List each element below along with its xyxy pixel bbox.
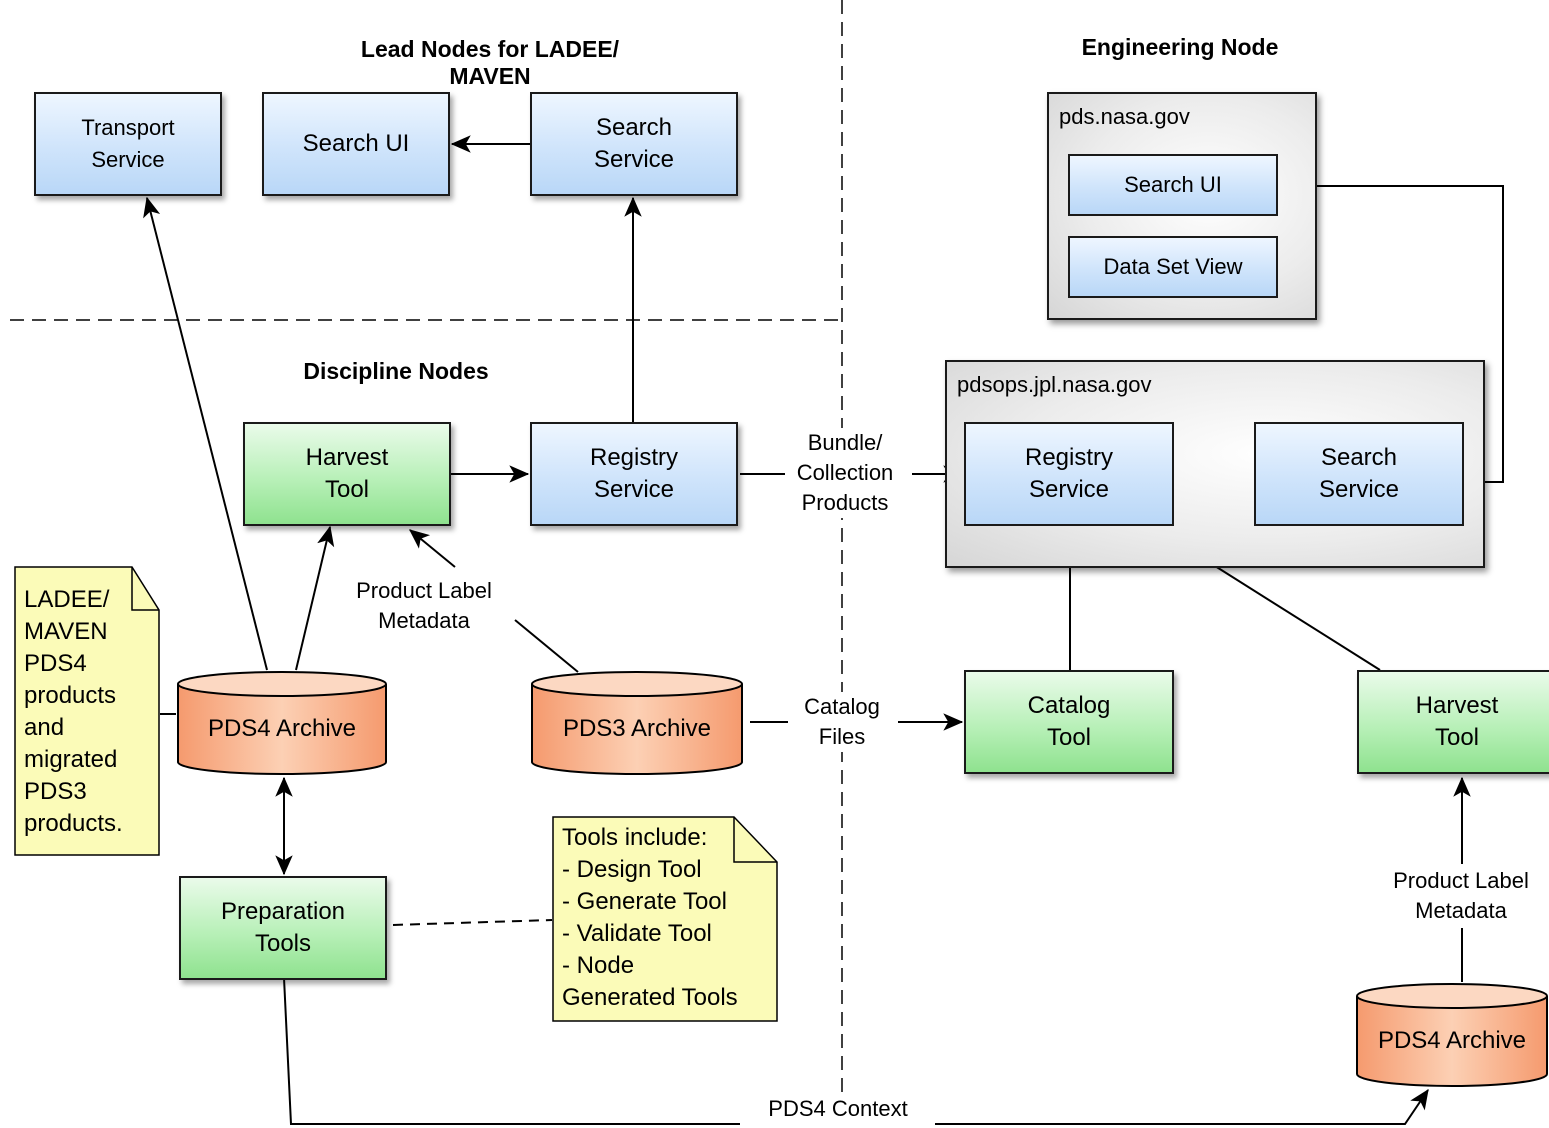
eng-search-ui-box[interactable]: Search UI: [1068, 154, 1278, 216]
discipline-product-label-metadata: Product Label Metadata: [340, 576, 508, 636]
discipline-registry-service-label: Registry Service: [589, 444, 679, 503]
lead-search-ui-label: Search UI: [302, 130, 410, 157]
note-shape: [14, 566, 160, 856]
pds3-archive[interactable]: PDS3 Archive: [530, 670, 744, 776]
transport-service-box[interactable]: Transport Service: [34, 92, 222, 196]
ops-registry-service-box[interactable]: Registry Service: [964, 422, 1174, 526]
bundle-collection-products-label: Bundle/ Collection Products: [785, 428, 905, 518]
eng-pds4-archive-label: PDS4 Archive: [1377, 1027, 1527, 1054]
lead-search-ui-box[interactable]: Search UI: [262, 92, 450, 196]
preparation-tools-label: Preparation Tools: [220, 898, 346, 957]
ladee-maven-note-text: LADEE/ MAVEN PDS4 products and migrated …: [24, 586, 123, 837]
discipline-harvest-tool-box[interactable]: Harvest Tool: [243, 422, 451, 526]
tools-include-note: Tools include: - Design Tool - Generate …: [552, 816, 778, 1022]
arrow-metadata-to-harvest: [409, 529, 456, 568]
catalog-tool-label: Catalog Tool: [1027, 692, 1111, 751]
lead-search-service-box[interactable]: Search Service: [530, 92, 738, 196]
data-set-view-label: Data Set View: [1103, 254, 1243, 279]
pds-nasa-gov-title: pds.nasa.gov: [1059, 104, 1190, 129]
ladee-maven-note: LADEE/ MAVEN PDS4 products and migrated …: [14, 566, 160, 856]
catalog-tool-box[interactable]: Catalog Tool: [964, 670, 1174, 774]
heading-lead-nodes: Lead Nodes for LADEE/ MAVEN: [360, 36, 620, 89]
eng-harvest-tool-label: Harvest Tool: [1415, 692, 1499, 751]
data-set-view-box[interactable]: Data Set View: [1068, 236, 1278, 298]
line-prep-tools-note: [392, 919, 553, 926]
line-prep-to-context: [283, 977, 740, 1125]
pds4-context-label: PDS4 Context: [742, 1094, 934, 1128]
arrow-pds4-to-harvest: [295, 525, 335, 671]
discipline-harvest-tool-label: Harvest Tool: [305, 444, 389, 503]
cylinder-icon: [1356, 983, 1548, 1087]
ops-search-service-box[interactable]: Search Service: [1254, 422, 1464, 526]
arrow-pds4-to-transport: [143, 196, 268, 671]
eng-pds4-archive[interactable]: PDS4 Archive: [1355, 982, 1549, 1088]
note-shape: [552, 816, 778, 1022]
cylinder-icon: [531, 671, 743, 775]
tools-include-note-text: Tools include: - Design Tool - Generate …: [562, 824, 738, 1011]
ops-search-service-label: Search Service: [1318, 444, 1400, 503]
eng-search-ui-label: Search UI: [1124, 172, 1222, 197]
eng-harvest-tool-box[interactable]: Harvest Tool: [1357, 670, 1549, 774]
discipline-pds4-archive[interactable]: PDS4 Archive: [176, 670, 388, 776]
ops-registry-service-label: Registry Service: [1024, 444, 1114, 503]
discipline-registry-service-box[interactable]: Registry Service: [530, 422, 738, 526]
preparation-tools-box[interactable]: Preparation Tools: [179, 876, 387, 980]
pds3-archive-label: PDS3 Archive: [562, 715, 712, 742]
transport-service-label: Transport Service: [81, 115, 175, 172]
line-pds3-to-metadata: [514, 619, 579, 673]
discipline-pds4-archive-label: PDS4 Archive: [207, 715, 357, 742]
catalog-files-label: Catalog Files: [788, 692, 896, 752]
heading-engineering-node: Engineering Node: [1081, 34, 1279, 60]
heading-discipline-nodes: Discipline Nodes: [303, 358, 489, 384]
cylinder-icon: [177, 671, 387, 775]
eng-product-label-metadata: Product Label Metadata: [1376, 866, 1546, 926]
arrow-context-to-pds4: [935, 1088, 1429, 1125]
lead-search-service-label: Search Service: [593, 114, 675, 173]
pdsops-title: pdsops.jpl.nasa.gov: [957, 372, 1152, 397]
